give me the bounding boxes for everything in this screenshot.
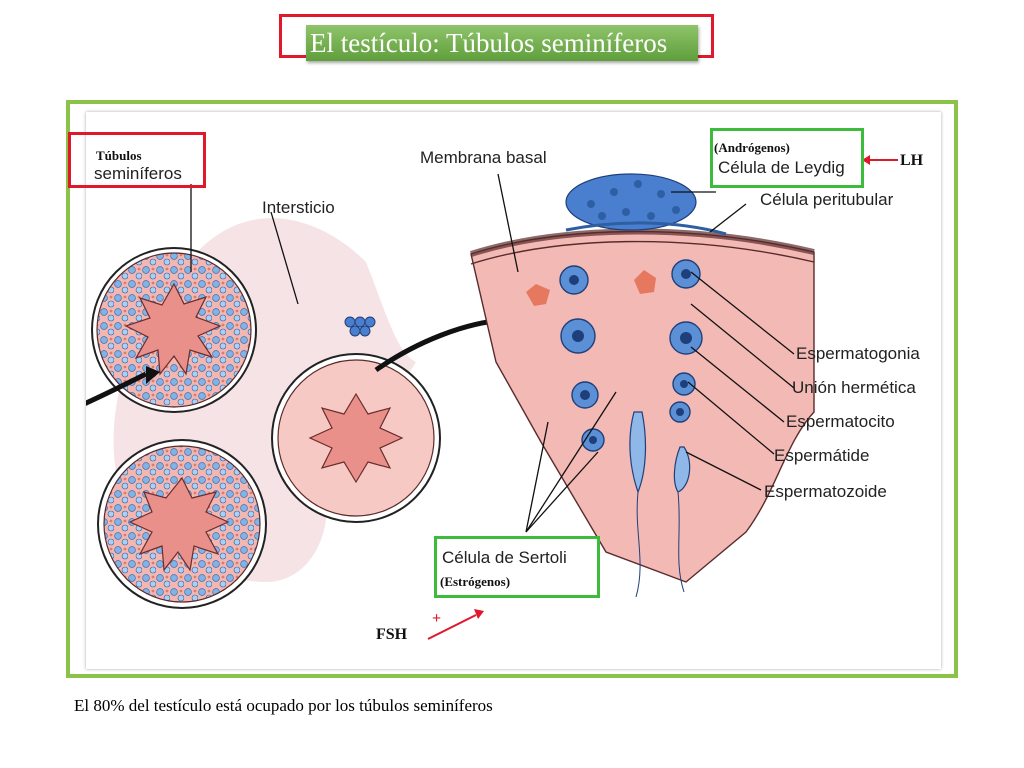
leydig-highlight-box bbox=[710, 128, 864, 188]
label-espermatide: Espermátide bbox=[774, 446, 870, 465]
label-estrogenos: (Estrógenos) bbox=[440, 574, 511, 589]
arrow-tubule-1 bbox=[86, 371, 148, 406]
tubule-cross-section-2 bbox=[271, 316, 441, 523]
label-espermatocito: Espermatocito bbox=[786, 412, 895, 431]
label-lh: LH bbox=[900, 152, 924, 169]
label-espermatogonia: Espermatogonia bbox=[796, 344, 920, 363]
label-celula-leydig: Célula de Leydig bbox=[718, 158, 845, 177]
slide-caption: El 80% del testículo está ocupado por lo… bbox=[74, 696, 493, 715]
label-tubulos-seminiferos: seminíferos bbox=[94, 164, 182, 183]
label-tubulos-small: Túbulos bbox=[96, 148, 142, 163]
tubulos-highlight-box bbox=[68, 132, 206, 188]
leader-lines bbox=[190, 173, 795, 533]
label-espermatozoide: Espermatozoide bbox=[764, 482, 887, 501]
label-celula-peritubular: Célula peritubular bbox=[760, 190, 894, 209]
label-celula-sertoli: Célula de Sertoli bbox=[442, 548, 567, 567]
label-androgenos: (Andrógenos) bbox=[714, 140, 790, 155]
fsh-arrow bbox=[427, 614, 477, 640]
slide-title: El testículo: Túbulos seminíferos bbox=[306, 25, 698, 61]
tubule-cross-section-1 bbox=[91, 247, 257, 413]
tubule-cross-section-3 bbox=[97, 439, 267, 609]
label-fsh: FSH bbox=[376, 626, 408, 643]
label-union-hermetica: Unión hermética bbox=[792, 378, 916, 397]
label-membrana-basal: Membrana basal bbox=[420, 148, 547, 167]
fsh-plus-sign: + bbox=[432, 610, 442, 627]
seminiferous-epithelium-detail bbox=[470, 173, 815, 598]
diagram-panel: Túbulos seminíferos Intersticio Membrana… bbox=[68, 112, 941, 669]
testis-diagram bbox=[86, 155, 898, 640]
sertoli-highlight-box bbox=[434, 536, 600, 598]
label-intersticio: Intersticio bbox=[262, 198, 335, 217]
